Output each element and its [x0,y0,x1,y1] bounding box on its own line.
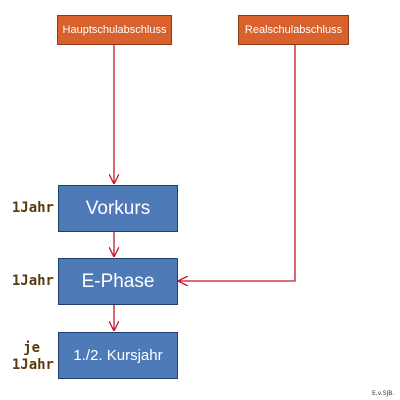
arrow-realschul-to-ephase [179,45,296,281]
vorkurs-node: Vorkurs [58,185,178,232]
ephase-duration: 1Jahr [11,273,54,289]
kursjahr-node: 1./2. Kursjahr [58,332,178,379]
realschulabschluss-node: Realschulabschluss [238,15,349,45]
vorkurs-duration: 1Jahr [11,200,54,216]
kursjahr-duration-line2: 1Jahr [11,357,54,373]
author-credit: E.v.SJB. [372,390,395,397]
kursjahr-duration-line1: je [23,340,40,356]
hauptschulabschluss-node: Hauptschulabschluss [57,15,172,45]
ephase-node: E-Phase [58,258,178,305]
